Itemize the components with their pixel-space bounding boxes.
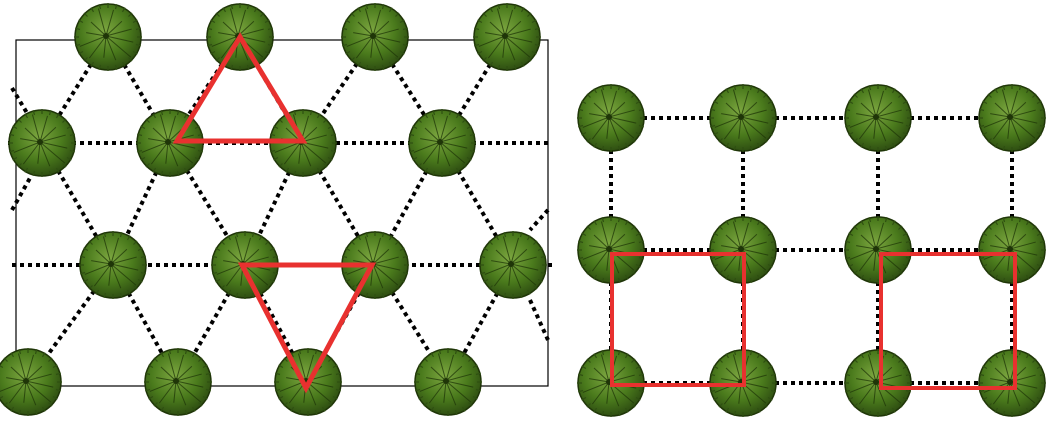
tree-canopy-icon — [0, 348, 62, 416]
tri-diag-line — [10, 177, 32, 211]
tree-canopy-icon — [414, 348, 482, 416]
tree-canopy-icon — [577, 84, 645, 152]
square-highlights — [610, 252, 1017, 390]
tree-canopy-icon — [978, 84, 1046, 152]
tree-canopy-icon — [79, 231, 147, 299]
tree-canopy-icon — [844, 349, 912, 417]
tree-canopy-icon — [144, 348, 212, 416]
tree-canopy-icon — [341, 3, 409, 71]
square-pattern-panel — [577, 84, 1046, 417]
tri-diag-line — [446, 264, 515, 383]
tri-diag-line — [111, 264, 180, 383]
tri-diag-line — [528, 299, 550, 341]
triangular-trees — [0, 3, 547, 416]
triangular-panel-frame — [15, 39, 549, 387]
tree-canopy-icon — [844, 84, 912, 152]
tree-canopy-icon — [978, 349, 1046, 417]
highlight-triangle-up — [172, 32, 308, 144]
tree-canopy-icon — [479, 231, 547, 299]
tree-canopy-icon — [978, 216, 1046, 284]
triangular-highlights — [172, 32, 377, 394]
tree-canopy-icon — [8, 109, 76, 177]
highlight-triangle-down — [237, 262, 377, 394]
tree-canopy-icon — [473, 3, 541, 71]
tri-diag-line — [243, 264, 310, 383]
highlight-square-right — [879, 252, 1017, 390]
triangular-pattern-panel — [0, 3, 552, 416]
square-dotted-lines — [609, 116, 1014, 385]
tree-canopy-icon — [74, 3, 142, 71]
highlight-square-left — [610, 252, 746, 387]
tree-canopy-icon — [408, 109, 476, 177]
square-trees — [577, 84, 1046, 417]
tri-diag-line — [10, 86, 32, 120]
tree-canopy-icon — [844, 216, 912, 284]
triangular-dotted-lines — [8, 35, 552, 384]
tree-canopy-icon — [709, 84, 777, 152]
tri-diag-line — [528, 208, 550, 232]
